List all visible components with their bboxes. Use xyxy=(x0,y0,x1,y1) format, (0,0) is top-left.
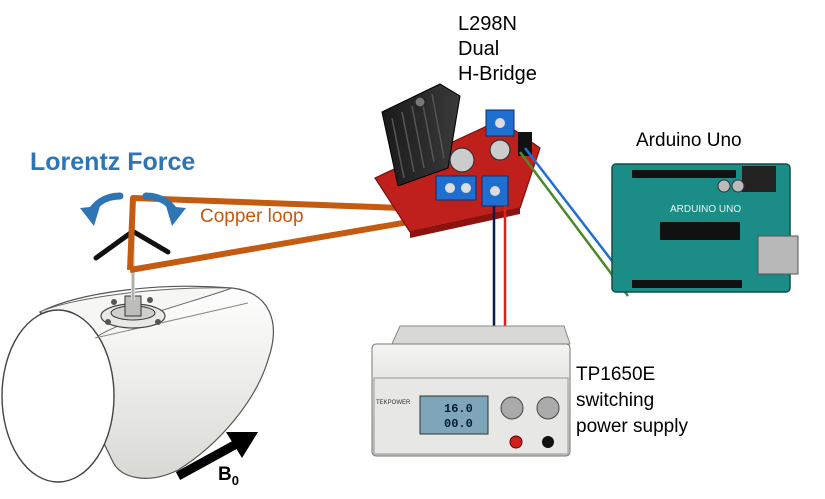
positive-terminal-icon xyxy=(509,435,523,449)
l298n-label-line: L298N xyxy=(458,13,517,35)
lorentz-arrow-icon xyxy=(80,192,186,226)
lorentz-force-label: Lorentz Force xyxy=(30,148,196,176)
l298n-board xyxy=(374,83,541,238)
capacitor-icon xyxy=(449,147,475,173)
psu-display xyxy=(419,395,489,435)
voltage-knob-icon xyxy=(536,396,560,420)
b0-field-arrow-icon xyxy=(175,432,258,480)
b0-label-subscript: 0 xyxy=(231,472,239,488)
b0-label-main: B xyxy=(218,464,232,485)
power-supply-unit: 16.0 00.0 TEKPOWER xyxy=(371,325,571,457)
psu-voltage-readout: 16.0 xyxy=(444,402,473,416)
psu-brand: TEKPOWER xyxy=(376,400,411,406)
arduino-board: ARDUINO UNO xyxy=(611,163,799,293)
power-wires xyxy=(492,206,507,326)
power-supply-label-line: power supply xyxy=(576,416,688,437)
arduino-label: Arduino Uno xyxy=(636,130,742,151)
negative-terminal-icon xyxy=(542,436,554,448)
copper-loop-label: Copper loop xyxy=(200,206,304,227)
psu-current-readout: 00.0 xyxy=(444,417,473,431)
l298n-label-line: H-Bridge xyxy=(458,63,537,85)
heatsink-icon xyxy=(381,83,461,187)
copper-loop-wire xyxy=(127,195,456,273)
b0-label: B0 xyxy=(218,462,239,493)
current-knob-icon xyxy=(500,396,524,420)
sample-cylinder xyxy=(1,285,274,483)
power-supply-label-line: TP1650E xyxy=(576,364,656,385)
power-jack-icon xyxy=(742,166,776,192)
power-supply-label: TP1650E switching power supply xyxy=(576,362,688,440)
usb-port-icon xyxy=(757,235,799,275)
microcontroller-chip-icon xyxy=(660,222,740,240)
l298n-label-line: Dual xyxy=(458,38,500,60)
cylinder-end-face xyxy=(1,309,115,483)
arduino-board-text: ARDUINO UNO xyxy=(670,204,741,215)
l298n-label: L298N Dual H-Bridge xyxy=(458,12,537,87)
power-supply-label-line: switching xyxy=(576,390,655,411)
